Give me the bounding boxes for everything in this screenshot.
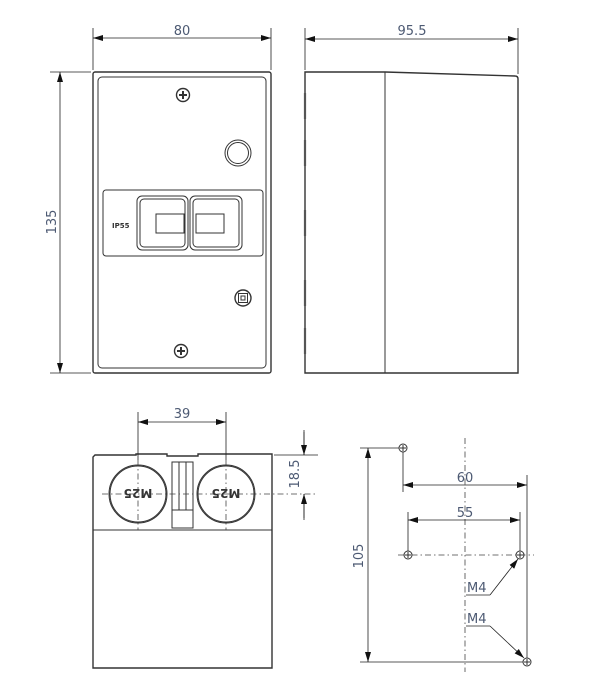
dim-gland-spacing: 39 — [174, 407, 191, 422]
dim-front-width: 80 — [174, 24, 191, 39]
mounting-pattern: 105 60 55 M4 M4 — [352, 438, 534, 672]
button-panel — [102, 189, 264, 257]
start-button — [136, 195, 189, 251]
ip-rating-label: IP55 — [112, 222, 130, 230]
dim-mount-width-outer: 60 — [457, 471, 474, 486]
dim-mount-height: 105 — [352, 544, 367, 569]
screw-label-upper: M4 — [467, 581, 487, 596]
side-view: 95.5 — [303, 24, 519, 374]
reset-button — [234, 289, 252, 307]
screw-label-lower: M4 — [467, 612, 487, 627]
dim-side-depth: 95.5 — [398, 24, 427, 39]
dim-front-height: 135 — [45, 210, 60, 235]
dim-mount-width-inner: 55 — [457, 506, 474, 521]
screw-top-icon — [175, 87, 191, 103]
stop-button — [189, 195, 243, 251]
front-view: IP55 80 135 — [45, 24, 272, 374]
screw-bottom-icon — [173, 343, 189, 359]
bottom-view: M25 M25 39 18.5 — [92, 407, 318, 669]
dim-gland-offset: 18.5 — [288, 460, 303, 489]
indicator-lamp — [224, 139, 252, 167]
slider — [171, 461, 194, 529]
